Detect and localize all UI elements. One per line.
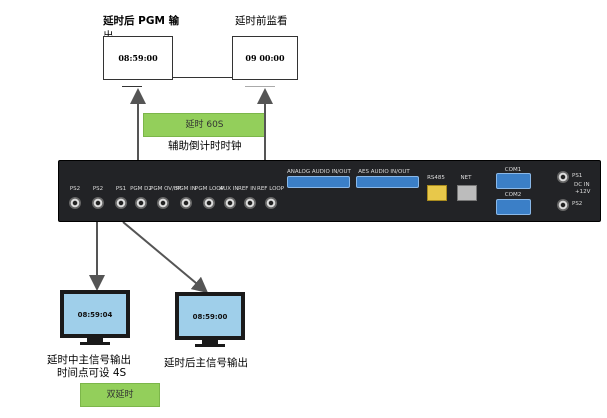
net-label: NET (460, 175, 472, 181)
bnc-label-ps1: PS1 (115, 186, 127, 192)
delay-60s-label: 延时 60S (185, 120, 224, 130)
right-box-underline (245, 86, 275, 87)
top-left-caption-line1: 延时后 PGM 输 (103, 15, 180, 27)
bnc-label-pgm-in: PGM IN (176, 186, 196, 192)
dual-delay-bar: 双延时 (80, 383, 160, 407)
pgm-output-box: 08:59:00 (103, 36, 173, 80)
com2-connector (496, 199, 531, 215)
bnc-connector-pgm-in (180, 197, 192, 209)
dc-in-label: DC IN (574, 182, 590, 188)
bnc-connector-ref-in (244, 197, 256, 209)
bnc-label-ref-loop: REF LOOP (257, 186, 285, 192)
rs485-label: RS485 (427, 175, 445, 181)
aux-clock-label: 辅助倒计时时钟 (168, 140, 242, 152)
bnc-connector-pgm-loop (203, 197, 215, 209)
com1-label: COM1 (504, 167, 522, 173)
monitor-right-caption: 延时后主信号输出 (164, 357, 248, 369)
monitor-right-screen: 08:59:00 (175, 292, 245, 340)
power-label-ps2: PS2 (572, 201, 583, 207)
aes-audio-connector (356, 176, 419, 188)
bnc-connector-aux-in (224, 197, 236, 209)
bnc-label-pgm-d2: PGM D2 (130, 186, 152, 192)
pre-delay-timecode: 09 00:00 (245, 53, 285, 63)
rs485-port (427, 185, 447, 201)
monitor-left-stand (87, 338, 103, 342)
timeline-line (172, 77, 232, 78)
monitor-right-timecode: 08:59:00 (192, 313, 228, 321)
com2-label: COM2 (504, 192, 522, 198)
power-connector-ps2 (557, 199, 569, 211)
aes-audio-label: AES AUDIO IN/OUT (358, 169, 410, 175)
monitor-left-caption-line2: 时间点可设 4S (57, 367, 127, 379)
bnc-connector-pgm-d2 (135, 197, 147, 209)
monitor-left-screen: 08:59:04 (60, 290, 130, 338)
bnc-connector-pgm-ovbp (157, 197, 169, 209)
pre-delay-monitor-box: 09 00:00 (232, 36, 298, 80)
power-label-ps1: PS1 (572, 173, 583, 179)
arrow-down-right (122, 221, 209, 294)
power-connector-ps1 (557, 171, 569, 183)
com1-connector (496, 173, 531, 189)
monitor-left-timecode: 08:59:04 (77, 311, 113, 319)
monitor-left-base (80, 342, 110, 345)
delay-60s-bar: 延时 60S (143, 113, 266, 137)
analog-audio-label: ANALOG AUDIO IN/OUT (287, 169, 351, 175)
left-box-underline (122, 86, 142, 87)
bnc-connector-ps2-a (69, 197, 81, 209)
monitor-right-stand (202, 340, 218, 344)
net-port (457, 185, 477, 201)
bnc-connector-ps2-b (92, 197, 104, 209)
bnc-label-ps2-a: PS2 (69, 186, 81, 192)
monitor-left-caption-line1: 延时中主信号输出 (47, 354, 131, 366)
dc-in-voltage-label: +12V (575, 189, 591, 195)
device-rear-panel: PS2 PS2 PS1 PGM D2 PGM OV/BP PGM IN PGM … (58, 160, 601, 222)
dual-delay-label: 双延时 (106, 390, 134, 400)
bnc-connector-ps1 (115, 197, 127, 209)
monitor-right-base (195, 344, 225, 347)
bnc-connector-ref-loop (265, 197, 277, 209)
monitor-left: 08:59:04 (60, 290, 130, 346)
analog-audio-connector (287, 176, 350, 188)
monitor-right: 08:59:00 (175, 292, 245, 348)
top-right-caption: 延时前监看 (235, 15, 288, 27)
bnc-label-aux-in: AUX IN (219, 186, 239, 192)
bnc-label-pgm-loop: PGM LOOP (195, 186, 224, 192)
bnc-label-ps2-b: PS2 (92, 186, 104, 192)
pgm-output-timecode: 08:59:00 (118, 53, 158, 63)
bnc-label-ref-in: REF IN (238, 186, 256, 192)
bnc-label-pgm-ovbp: PGM OV/BP (150, 186, 182, 192)
